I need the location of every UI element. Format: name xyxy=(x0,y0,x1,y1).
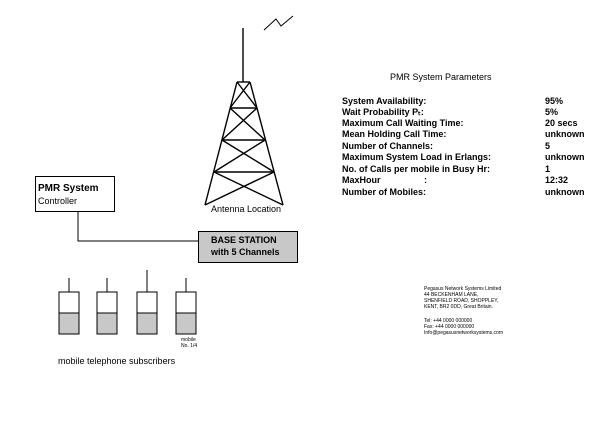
param-value: 5 xyxy=(545,141,551,151)
parameters-title: PMR System Parameters xyxy=(390,72,492,82)
controller-title: PMR System xyxy=(38,183,99,194)
param-row: Mean Holding Call Time: unknown xyxy=(342,129,592,140)
param-label: No. of Calls per mobile in Busy Hr: xyxy=(342,164,491,174)
param-row: Maximum Call Waiting Time: 20 secs xyxy=(342,118,592,129)
param-value: unknown xyxy=(545,129,585,139)
controller-link xyxy=(77,210,198,242)
param-label: MaxHour xyxy=(342,175,381,185)
company-line: Pegasus Network Systems Limited xyxy=(424,286,502,292)
param-row: Maximum System Load in Erlangs: unknown xyxy=(342,152,592,163)
handset-icon-2 xyxy=(96,278,118,335)
pmr-system-controller-box: PMR System Controller xyxy=(35,176,115,212)
company-email: Info@pegasusnetworksystems.com xyxy=(424,330,503,336)
param-value: 12:32 xyxy=(545,175,569,185)
company-line: SHENFIELD ROAD, SHOPPLEY, xyxy=(424,298,499,304)
company-phone: Tel: +44 0000 000000 xyxy=(424,318,473,324)
param-value: 1 xyxy=(545,164,551,174)
antenna-tower-icon xyxy=(204,28,284,206)
handset-icon-3 xyxy=(136,270,158,335)
param-label: System Availability: xyxy=(342,96,427,106)
param-label: Mean Holding Call Time: xyxy=(342,129,447,139)
controller-subtitle: Controller xyxy=(38,196,78,206)
company-fax: Fax: +44 0000 000000 xyxy=(424,324,475,330)
param-value: 20 secs xyxy=(545,118,578,128)
company-contact: Tel: +44 0000 000000 Fax: +44 0000 00000… xyxy=(424,318,503,336)
param-label: Wait Probability Pₜ: xyxy=(342,107,424,117)
antenna-location-label: Antenna Location xyxy=(211,204,282,214)
base-station-box: BASE STATION with 5 Channels xyxy=(198,231,298,263)
company-line: KENT, BR2 0DD, Great Britain. xyxy=(424,304,493,310)
company-line: 44 BECKENHAM LANE, xyxy=(424,292,479,298)
subscribers-label: mobile telephone subscribers xyxy=(58,356,176,366)
param-row: System Availability: 95% xyxy=(342,96,592,107)
param-separator: : xyxy=(424,175,427,185)
param-row: Number of Mobiles: unknown xyxy=(342,187,592,198)
param-label: Maximum System Load in Erlangs: xyxy=(342,152,492,162)
param-label: Number of Mobiles: xyxy=(342,187,427,197)
param-label: Number of Channels: xyxy=(342,141,434,151)
param-value: unknown xyxy=(545,187,585,197)
param-value: 95% xyxy=(545,96,564,106)
param-row: MaxHour : 12:32 xyxy=(342,175,592,186)
param-row: Wait Probability Pₜ: 5% xyxy=(342,107,592,118)
base-station-channels: with 5 Channels xyxy=(211,247,280,257)
param-value: unknown xyxy=(545,152,585,162)
handset-icon-1 xyxy=(58,278,80,335)
param-row: No. of Calls per mobile in Busy Hr: 1 xyxy=(342,164,592,175)
param-value: 5% xyxy=(545,107,559,117)
param-row: Number of Channels: 5 xyxy=(342,141,592,152)
lightning-bolt-icon xyxy=(263,15,294,31)
mobile-number-tag: mobile No. 1/4 xyxy=(181,337,198,349)
handset-icon-4 xyxy=(175,278,197,335)
company-address: Pegasus Network Systems Limited 44 BECKE… xyxy=(424,286,501,310)
param-label: Maximum Call Waiting Time: xyxy=(342,118,464,128)
base-station-title: BASE STATION xyxy=(211,235,277,245)
